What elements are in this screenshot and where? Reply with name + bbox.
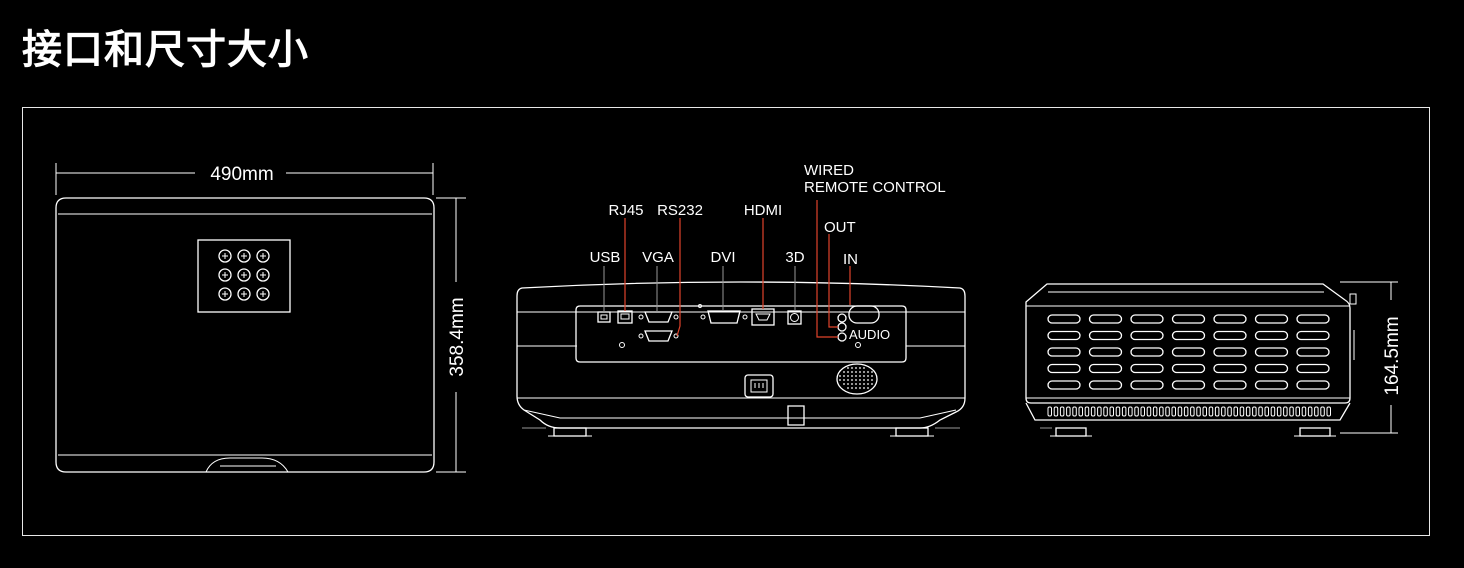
side-foot-left — [1055, 427, 1087, 437]
keypad-button-icon — [237, 249, 251, 263]
rear-view: USB RJ45 VGA RS232 DVI HDMI 3D WIRED REM… — [516, 162, 966, 437]
dvi-port-icon — [707, 310, 741, 324]
hdmi-port-icon — [751, 308, 775, 326]
keypad-button-icon — [237, 287, 251, 301]
3d-port-icon — [787, 310, 802, 325]
side-vent-slots — [1047, 314, 1330, 390]
keypad-button-icon — [218, 287, 232, 301]
dvi-label: DVI — [710, 249, 735, 266]
ir-receiver-icon — [848, 305, 880, 324]
keypad-button-icon — [256, 249, 270, 263]
usb-label: USB — [590, 249, 621, 266]
wired-label: WIRED — [804, 162, 854, 179]
latch — [787, 405, 805, 426]
width-dimension-label: 490mm — [210, 164, 273, 185]
diagram-frame — [22, 107, 1430, 536]
rj45-port-icon — [617, 310, 633, 324]
audio-out-jack-icon — [837, 322, 847, 332]
rs232-label: RS232 — [657, 202, 703, 219]
top-view: 490mm 358.4mm — [55, 163, 468, 473]
wired-remote-jack-icon — [837, 313, 847, 323]
side-foot-right — [1299, 427, 1331, 437]
keypad-button-icon — [256, 287, 270, 301]
keypad-buttons — [218, 249, 270, 301]
bottom-vent-slots — [1047, 406, 1331, 417]
height-dimension-label: 164.5mm — [1382, 316, 1403, 395]
power-inlet-icon — [744, 374, 774, 398]
keypad-panel — [197, 239, 291, 313]
audio-in-jack-icon — [837, 332, 847, 342]
foot-right — [895, 427, 929, 437]
side-view: 164.5mm — [1025, 281, 1403, 437]
3d-label: 3D — [785, 249, 804, 266]
vga-port-icon — [644, 311, 673, 323]
audio-label: AUDIO — [849, 327, 890, 342]
page-title: 接口和尺寸大小 — [22, 27, 309, 73]
depth-dimension-label: 358.4mm — [447, 297, 468, 376]
out-label: OUT — [824, 219, 856, 236]
keypad-button-icon — [256, 268, 270, 282]
speaker-grille — [836, 363, 878, 395]
hdmi-label: HDMI — [744, 202, 782, 219]
keypad-button-icon — [218, 268, 232, 282]
rj45-label: RJ45 — [608, 202, 643, 219]
vga-label: VGA — [642, 249, 674, 266]
keypad-button-icon — [237, 268, 251, 282]
foot-left — [553, 427, 587, 437]
in-label: IN — [843, 251, 858, 268]
remote-control-label: REMOTE CONTROL — [804, 179, 946, 196]
usb-port-icon — [597, 311, 611, 323]
keypad-button-icon — [218, 249, 232, 263]
rs232-port-icon — [644, 330, 673, 342]
